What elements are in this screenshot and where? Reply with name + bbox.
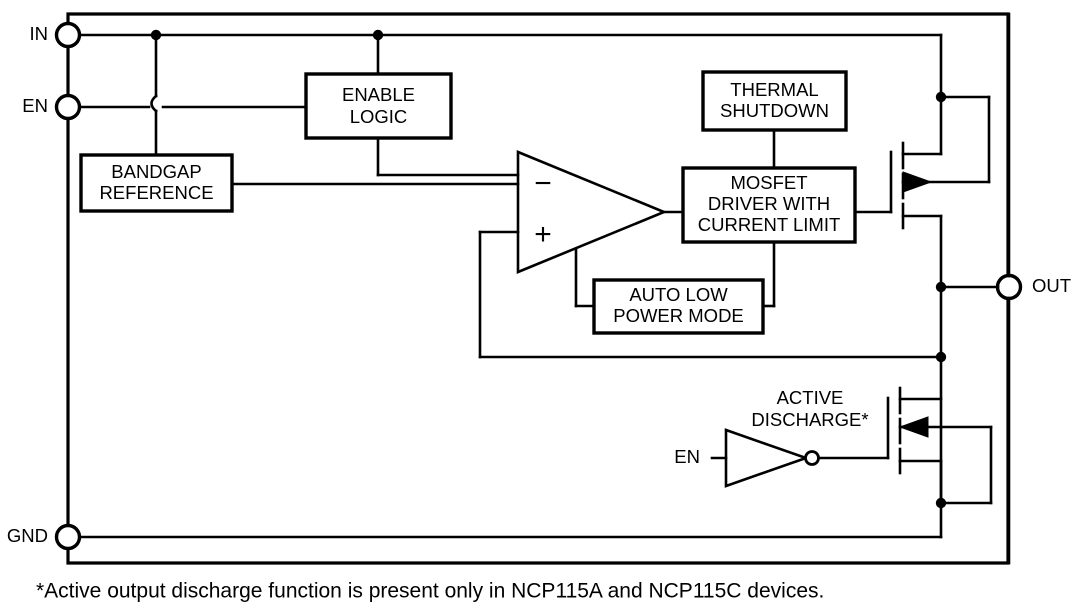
block-auto-low-power-mode[interactable]: AUTO LOW POWER MODE xyxy=(592,278,765,335)
pin-en[interactable] xyxy=(54,93,82,121)
block-enable-logic[interactable]: ENABLE LOGIC xyxy=(304,72,453,140)
pass-pmos-transistor xyxy=(889,95,991,289)
block-thermal-shutdown[interactable]: THERMAL SHUTDOWN xyxy=(701,70,848,132)
alpm-to-amp-wire xyxy=(574,248,596,308)
footnote-text: *Active output discharge function is pre… xyxy=(36,580,824,603)
block-bandgap-reference[interactable]: BANDGAP REFERENCE xyxy=(79,153,234,213)
junction-feedback-node xyxy=(935,351,947,363)
bandgap-line2: REFERENCE xyxy=(99,182,213,203)
junction-in-enable xyxy=(372,29,384,41)
pin-gnd-label: GND xyxy=(7,525,48,546)
in-rail-wires xyxy=(77,33,943,157)
mosfet-driver-line3: CURRENT LIMIT xyxy=(698,214,841,235)
discharge-en-label: EN xyxy=(674,446,700,467)
error-amplifier[interactable]: − + xyxy=(516,150,668,274)
junction-out-node xyxy=(935,281,947,293)
pin-out-label: OUT xyxy=(1032,275,1071,296)
mosfet-driver-line1: MOSFET xyxy=(730,172,807,193)
junction-in-bandgap xyxy=(150,29,162,41)
active-discharge-nmos xyxy=(816,386,993,539)
enable-logic-line1: ENABLE xyxy=(342,84,415,105)
block-mosfet-driver[interactable]: MOSFET DRIVER WITH CURRENT LIMIT xyxy=(681,166,857,244)
pin-in[interactable] xyxy=(54,21,82,49)
amplifier-minus-sign: − xyxy=(534,167,552,200)
alpm-line2: POWER MODE xyxy=(613,305,744,326)
pin-in-label: IN xyxy=(30,23,49,44)
junction-dots xyxy=(150,29,947,509)
en-rail-wires xyxy=(66,33,308,539)
amplifier-plus-sign: + xyxy=(534,218,552,251)
mosfet-driver-line2: DRIVER WITH xyxy=(708,193,830,214)
amp-feedback-wire xyxy=(478,230,943,359)
enable-logic-line2: LOGIC xyxy=(350,106,408,127)
enable-logic-output-wire xyxy=(376,136,520,177)
pin-out[interactable] xyxy=(995,273,1023,301)
thermal-shutdown-line2: SHUTDOWN xyxy=(720,100,829,121)
alpm-line1: AUTO LOW xyxy=(629,284,728,305)
discharge-inverter xyxy=(710,428,820,488)
junction-nmos-source xyxy=(935,497,947,509)
pin-gnd[interactable] xyxy=(54,523,82,551)
driver-to-alpm-wire xyxy=(761,240,776,308)
pin-en-label: EN xyxy=(22,95,48,116)
thermal-shutdown-line1: THERMAL xyxy=(730,79,818,100)
bandgap-line1: BANDGAP xyxy=(111,161,201,182)
junction-pmos-source xyxy=(935,91,947,103)
active-discharge-line1: ACTIVE xyxy=(777,387,844,408)
device-boundary xyxy=(66,12,1010,565)
active-discharge-line2: DISCHARGE* xyxy=(751,409,868,430)
